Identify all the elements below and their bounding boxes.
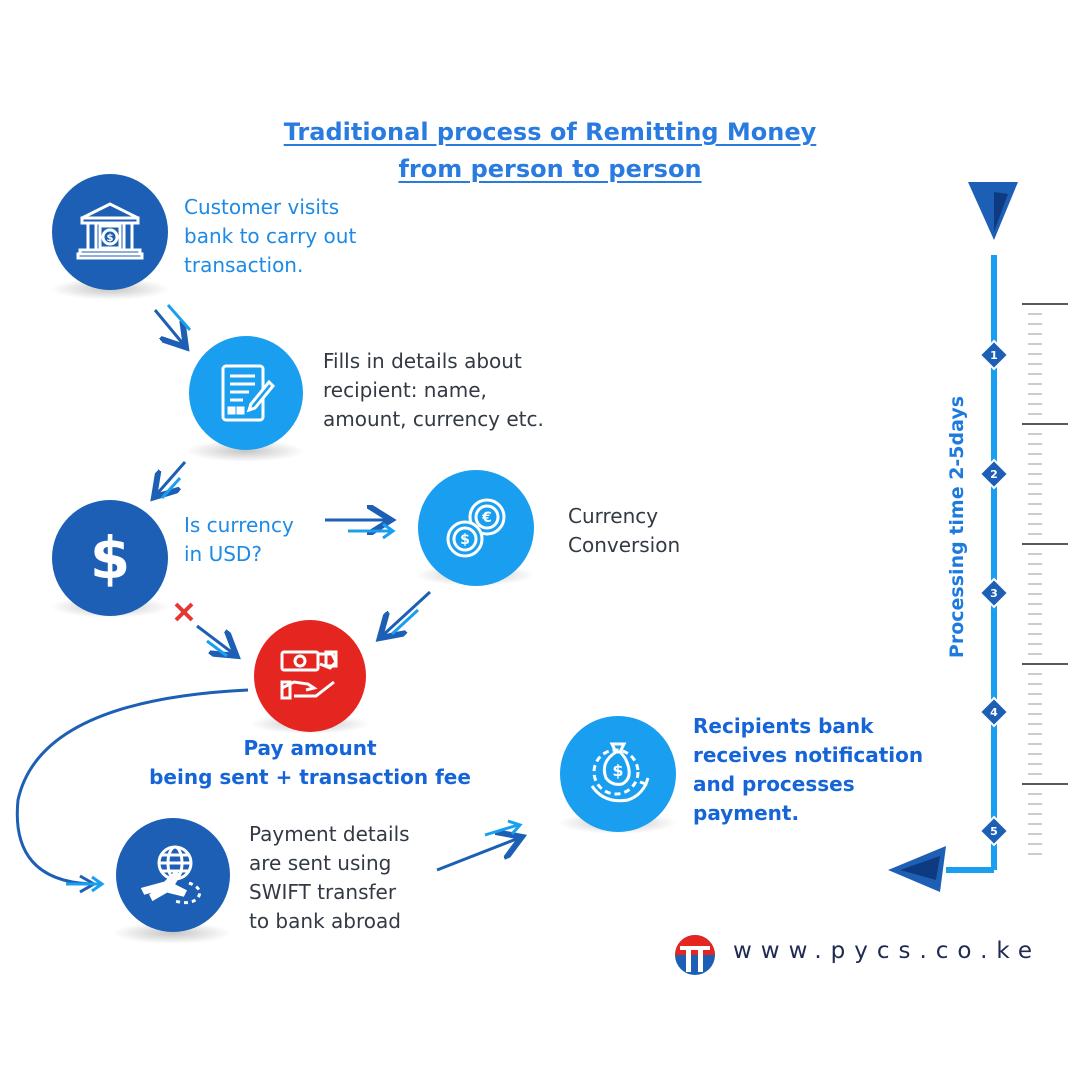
svg-text:$: $ — [460, 532, 470, 548]
dollar-icon: $ — [89, 524, 131, 592]
step-6-line: are sent using — [249, 851, 392, 875]
step-4-text: Currency Conversion — [568, 502, 680, 560]
arrow-4-to-5 — [382, 590, 432, 636]
money-bag-gear-icon: $ — [590, 742, 650, 803]
step-7-text: Recipients bank receives notification an… — [693, 712, 923, 828]
dollar-icon-circle: $ — [52, 500, 168, 616]
step-5-text: Pay amount being sent + transaction fee — [140, 734, 480, 792]
title-line-2: from person to person — [398, 155, 702, 183]
step-3-line: in USD? — [184, 542, 262, 566]
form-icon — [221, 364, 276, 422]
step-7-line: receives notification — [693, 743, 924, 767]
money-bag-gear-icon-circle: $ — [560, 716, 676, 832]
money-hand-icon — [280, 650, 338, 700]
title-line-1: Traditional process of Remitting Money — [283, 118, 817, 146]
timeline-marker: 5 — [978, 815, 1010, 847]
bank-icon: $ — [76, 202, 144, 260]
timeline-label: Processing time 2-5days — [946, 395, 968, 659]
timeline-marker: 4 — [978, 696, 1010, 728]
globe-plane-icon — [140, 845, 202, 905]
timeline-marker-label: 5 — [990, 825, 998, 838]
step-5-line: Pay amount — [243, 736, 377, 760]
step-1-text: Customer visits bank to carry out transa… — [184, 193, 356, 280]
step-1-line: transaction. — [184, 253, 304, 277]
timeline-marker-label: 4 — [990, 706, 998, 719]
timeline-marker-label: 3 — [990, 587, 998, 600]
step-4-line: Conversion — [568, 533, 681, 557]
shadow — [112, 922, 232, 944]
step-1-line: bank to carry out — [184, 224, 357, 248]
step-7-line: and processes — [693, 772, 855, 796]
footer-url[interactable]: www.pycs.co.ke — [733, 938, 1042, 964]
arrow-5-to-6 — [15, 688, 249, 894]
step-2-line: Fills in details about — [323, 349, 522, 373]
step-6-text: Payment details are sent using SWIFT tra… — [249, 820, 410, 936]
globe-plane-icon-circle — [116, 818, 230, 932]
timeline-marker: 2 — [978, 458, 1010, 490]
coins-icon-circle: € $ — [418, 470, 534, 586]
timeline-markers: 1 2 3 4 5 — [978, 339, 1010, 847]
timeline-marker-label: 2 — [990, 468, 998, 481]
timeline: 1 2 3 4 5 — [888, 182, 1068, 892]
step-3-text: Is currency in USD? — [184, 511, 294, 569]
arrow-1-to-2 — [153, 304, 192, 345]
step-5-line: being sent + transaction fee — [149, 765, 471, 789]
timeline-start-triangle — [968, 182, 1018, 240]
svg-text:$: $ — [612, 761, 623, 780]
step-2-text: Fills in details about recipient: name, … — [323, 347, 544, 434]
step-6-line: SWIFT transfer — [249, 880, 397, 904]
timeline-marker: 1 — [978, 339, 1010, 371]
logo-icon — [675, 935, 715, 975]
coins-icon: € $ — [446, 498, 506, 558]
money-hand-icon-circle — [254, 620, 366, 732]
cross-icon — [174, 602, 194, 622]
timeline-marker-label: 1 — [990, 349, 998, 362]
arrow-3-to-4 — [325, 520, 393, 540]
step-6-line: to bank abroad — [249, 909, 401, 933]
step-6-line: Payment details — [249, 822, 410, 846]
step-3-line: Is currency — [184, 513, 294, 537]
step-1-line: Customer visits — [184, 195, 340, 219]
bank-icon-circle: $ — [52, 174, 168, 290]
step-4-line: Currency — [568, 504, 659, 528]
shadow — [185, 440, 305, 462]
step-7-line: payment. — [693, 801, 800, 825]
step-2-line: amount, currency etc. — [323, 407, 544, 431]
arrow-2-to-3 — [156, 461, 187, 498]
page-title: Traditional process of Remitting Money f… — [200, 114, 900, 188]
arrow-6-to-7 — [436, 819, 520, 872]
timeline-marker: 3 — [978, 577, 1010, 609]
svg-text:$: $ — [107, 233, 114, 244]
svg-text:€: € — [481, 510, 492, 526]
form-icon-circle — [189, 336, 303, 450]
arrow-3-to-5 — [196, 624, 234, 656]
step-7-line: Recipients bank — [693, 714, 874, 738]
step-2-line: recipient: name, — [323, 378, 487, 402]
ruler-ticks — [1022, 303, 1068, 855]
